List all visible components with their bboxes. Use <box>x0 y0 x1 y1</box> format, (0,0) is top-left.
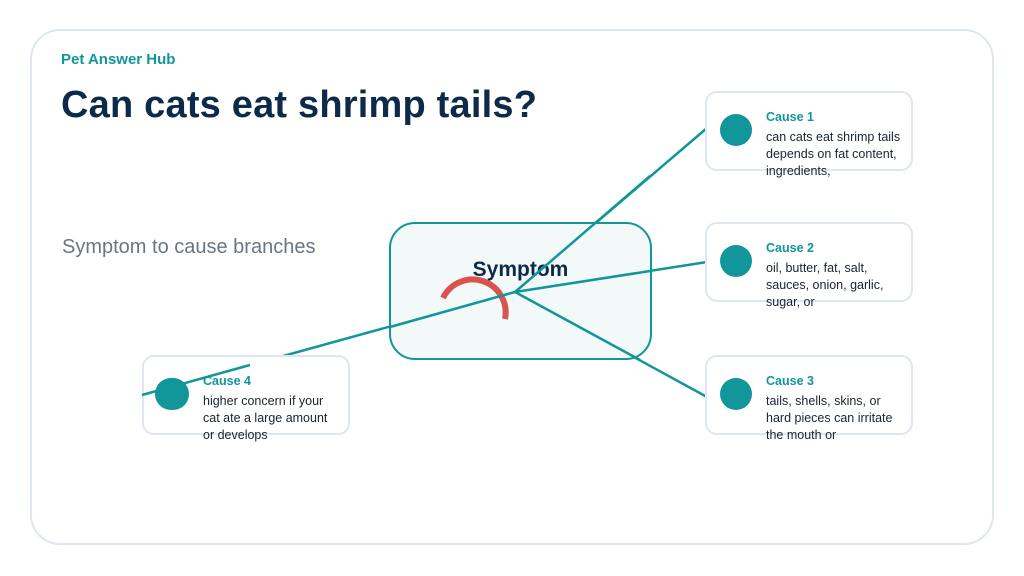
cause-title: Cause 4 <box>203 374 251 388</box>
cause-text: oil, butter, fat, salt, sauces, onion, g… <box>766 261 884 309</box>
cause-dot-icon <box>720 378 752 410</box>
connector-overlay-4 <box>389 290 516 329</box>
warning-arc-icon <box>440 276 509 320</box>
cause-text: tails, shells, skins, or hard pieces can… <box>766 394 893 442</box>
connector-overlay-1 <box>514 175 651 293</box>
connector-overlay-2 <box>514 269 651 294</box>
cause-title: Cause 2 <box>766 241 814 255</box>
connector-overlay-3 <box>514 290 641 362</box>
page-title: Can cats eat shrimp tails? <box>61 84 538 126</box>
cause-dot-icon <box>720 114 752 146</box>
cause-title: Cause 1 <box>766 110 814 124</box>
brand-label: Pet Answer Hub <box>61 51 176 68</box>
page-subtitle: Symptom to cause branches <box>62 236 316 258</box>
cause-card-3: Cause 3 tails, shells, skins, or hard pi… <box>705 355 913 442</box>
cause-text: higher concern if your cat ate a large a… <box>203 394 328 442</box>
cause-title: Cause 3 <box>766 374 814 388</box>
cause-dot-icon <box>720 245 752 277</box>
cause-card-1: Cause 1 can cats eat shrimp tails depend… <box>705 91 913 178</box>
symptom-label: Symptom <box>472 258 569 281</box>
cause-card-2: Cause 2 oil, butter, fat, salt, sauces, … <box>705 222 913 309</box>
cause-4-dot-icon <box>155 378 187 410</box>
cause-text: can cats eat shrimp tails depends on fat… <box>766 130 901 178</box>
